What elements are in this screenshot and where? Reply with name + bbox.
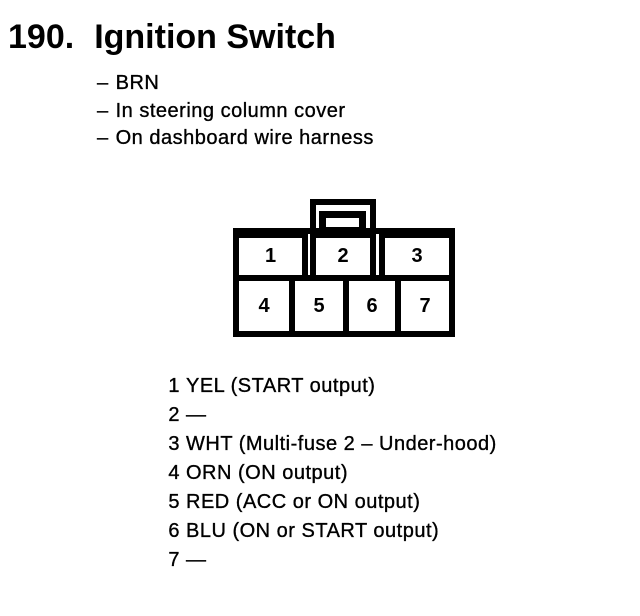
pin-row: 7 — (167, 546, 497, 575)
dash-bullet: – (97, 99, 109, 122)
pin-row: 6 BLU (ON or START output) (167, 517, 497, 546)
connector-cavity-5: 5 (289, 275, 349, 337)
connector-cavity-2: 2 (310, 232, 376, 281)
connector-cavity-1: 1 (233, 232, 308, 281)
pin-description: — (186, 549, 207, 571)
pin-description: YEL (START output) (186, 375, 376, 397)
pin-number: 2 (168, 404, 180, 426)
pin-list: 1 YEL (START output) 2 — 3 WHT (Multi-fu… (167, 372, 497, 575)
pin-row: 2 — (167, 401, 497, 430)
page-title: 190. Ignition Switch (8, 20, 336, 54)
detail-text: On dashboard wire harness (115, 127, 374, 149)
connector-cavity-7: 7 (395, 275, 455, 337)
connector-cavity-6: 6 (343, 275, 401, 337)
detail-list: – BRN – In steering column cover – On da… (97, 70, 374, 153)
pin-row: 1 YEL (START output) (167, 372, 497, 401)
pin-number: 6 (168, 520, 180, 542)
pin-number: 4 (168, 462, 180, 484)
pin-description: — (186, 404, 207, 426)
detail-item-harness: – On dashboard wire harness (97, 125, 374, 153)
detail-item-location: – In steering column cover (97, 98, 374, 126)
detail-text: In steering column cover (115, 99, 346, 122)
pin-number: 1 (168, 375, 180, 397)
connector-cavity-3: 3 (379, 232, 455, 281)
pin-row: 3 WHT (Multi-fuse 2 – Under-hood) (167, 430, 497, 459)
pin-description: WHT (Multi-fuse 2 – Under-hood) (186, 433, 497, 455)
entry-name: Ignition Switch (94, 18, 336, 56)
pin-row: 5 RED (ACC or ON output) (167, 488, 497, 517)
pin-description: ORN (ON output) (186, 462, 348, 484)
detail-text: BRN (115, 72, 160, 94)
pin-number: 3 (168, 433, 180, 455)
connector-cavity-4: 4 (233, 275, 295, 337)
pin-description: RED (ACC or ON output) (186, 491, 421, 513)
dash-bullet: – (97, 127, 109, 149)
pin-number: 5 (168, 491, 180, 513)
entry-number: 190. (8, 18, 75, 56)
dash-bullet: – (97, 72, 109, 94)
detail-item-color: – BRN (97, 70, 374, 98)
pin-row: 4 ORN (ON output) (167, 459, 497, 488)
pin-number: 7 (168, 549, 180, 571)
pin-description: BLU (ON or START output) (186, 520, 440, 542)
